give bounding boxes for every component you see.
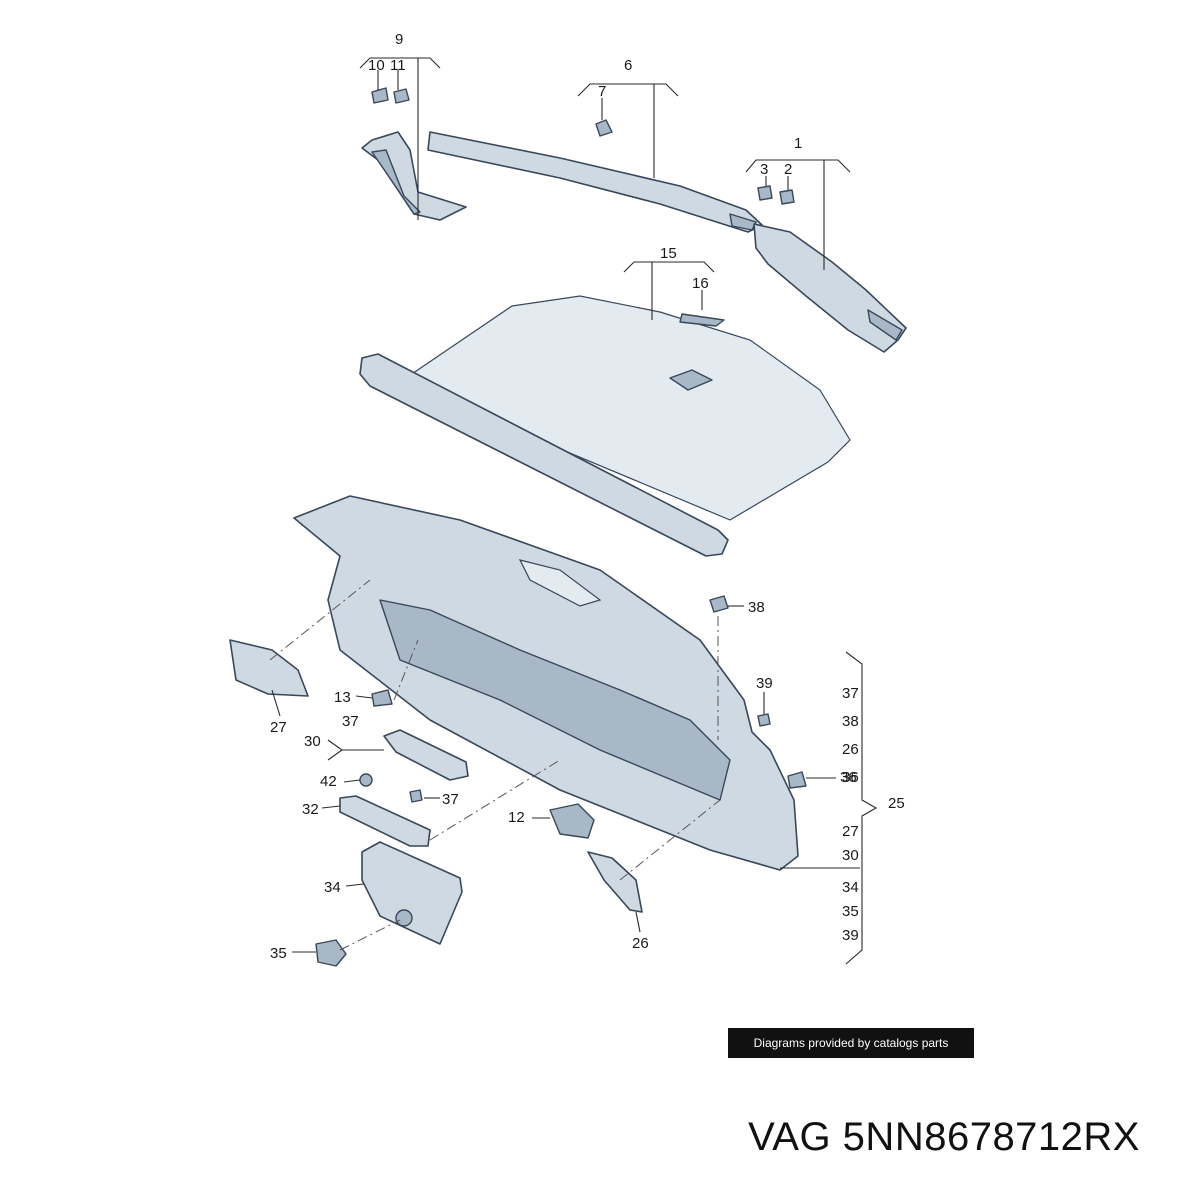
list-item: 36 bbox=[842, 769, 859, 786]
list-item: 37 bbox=[842, 685, 859, 702]
part-6-upper-strip bbox=[427, 131, 763, 233]
list-item: 27 bbox=[842, 823, 859, 840]
list-item: 34 bbox=[842, 879, 859, 896]
callout-16: 16 bbox=[692, 275, 709, 292]
callout-34: 34 bbox=[324, 879, 341, 896]
callout-11: 11 bbox=[390, 57, 406, 74]
part-27-left-panel bbox=[229, 639, 309, 697]
clip-39 bbox=[757, 713, 771, 727]
leader-lines bbox=[271, 57, 878, 965]
callout-6: 6 bbox=[624, 57, 632, 74]
clip-10 bbox=[371, 87, 389, 104]
part-35-cap bbox=[315, 939, 347, 967]
callout-39: 39 bbox=[756, 675, 773, 692]
credit-banner: Diagrams provided by catalogs parts bbox=[728, 1028, 974, 1058]
part-34-cover bbox=[361, 841, 463, 945]
callout-13: 13 bbox=[334, 689, 351, 706]
part-25-tailgate-trim bbox=[293, 495, 799, 871]
part-32-strip bbox=[339, 795, 431, 847]
list-item: 35 bbox=[842, 903, 859, 920]
callout-26: 26 bbox=[632, 935, 649, 952]
part-16-handle bbox=[679, 313, 725, 327]
callout-36: 36 bbox=[840, 769, 857, 786]
clip-13 bbox=[371, 689, 393, 707]
callout-labels: 9 10 11 6 7 1 3 2 15 16 38 39 36 25 13 3… bbox=[270, 31, 905, 962]
part-26-right-panel bbox=[587, 851, 643, 913]
callout-37-b: 37 bbox=[442, 791, 459, 808]
list-item: 39 bbox=[842, 927, 859, 944]
clip-2 bbox=[779, 189, 795, 205]
clip-11 bbox=[393, 88, 410, 104]
part-15-luggage-cover bbox=[359, 295, 851, 557]
part-30-bracket bbox=[383, 729, 469, 781]
part-number-title: VAG 5NN8678712RX bbox=[748, 1115, 1140, 1159]
list-item: 30 bbox=[842, 847, 859, 864]
callout-38: 38 bbox=[748, 599, 765, 616]
callout-35: 35 bbox=[270, 945, 287, 962]
clip-7 bbox=[595, 119, 613, 137]
callout-1: 1 bbox=[794, 135, 802, 152]
callout-9: 9 bbox=[395, 31, 403, 48]
part-1-right-trim bbox=[753, 223, 907, 353]
list-item: 38 bbox=[842, 713, 859, 730]
list-item: 26 bbox=[842, 741, 859, 758]
callout-27: 27 bbox=[270, 719, 287, 736]
callout-42: 42 bbox=[320, 773, 337, 790]
callout-7: 7 bbox=[598, 83, 606, 100]
part-9-left-trim bbox=[361, 131, 467, 221]
part-12-switch bbox=[549, 803, 595, 839]
callout-10: 10 bbox=[368, 57, 385, 74]
clip-3 bbox=[757, 185, 773, 201]
clip-36 bbox=[787, 771, 807, 789]
clip-37 bbox=[409, 789, 423, 803]
callout-30: 30 bbox=[304, 733, 321, 750]
alignment-lines bbox=[269, 579, 721, 951]
callout-15: 15 bbox=[660, 245, 677, 262]
part-25-component-list: 37 38 26 36 27 30 34 35 39 bbox=[842, 685, 859, 944]
screw-42 bbox=[359, 773, 373, 787]
callout-3: 3 bbox=[760, 161, 768, 178]
callout-37-a: 37 bbox=[342, 713, 359, 730]
callout-2: 2 bbox=[784, 161, 792, 178]
clip-38 bbox=[709, 595, 729, 613]
callout-32: 32 bbox=[302, 801, 319, 818]
callout-12: 12 bbox=[508, 809, 525, 826]
callout-25: 25 bbox=[888, 795, 905, 812]
